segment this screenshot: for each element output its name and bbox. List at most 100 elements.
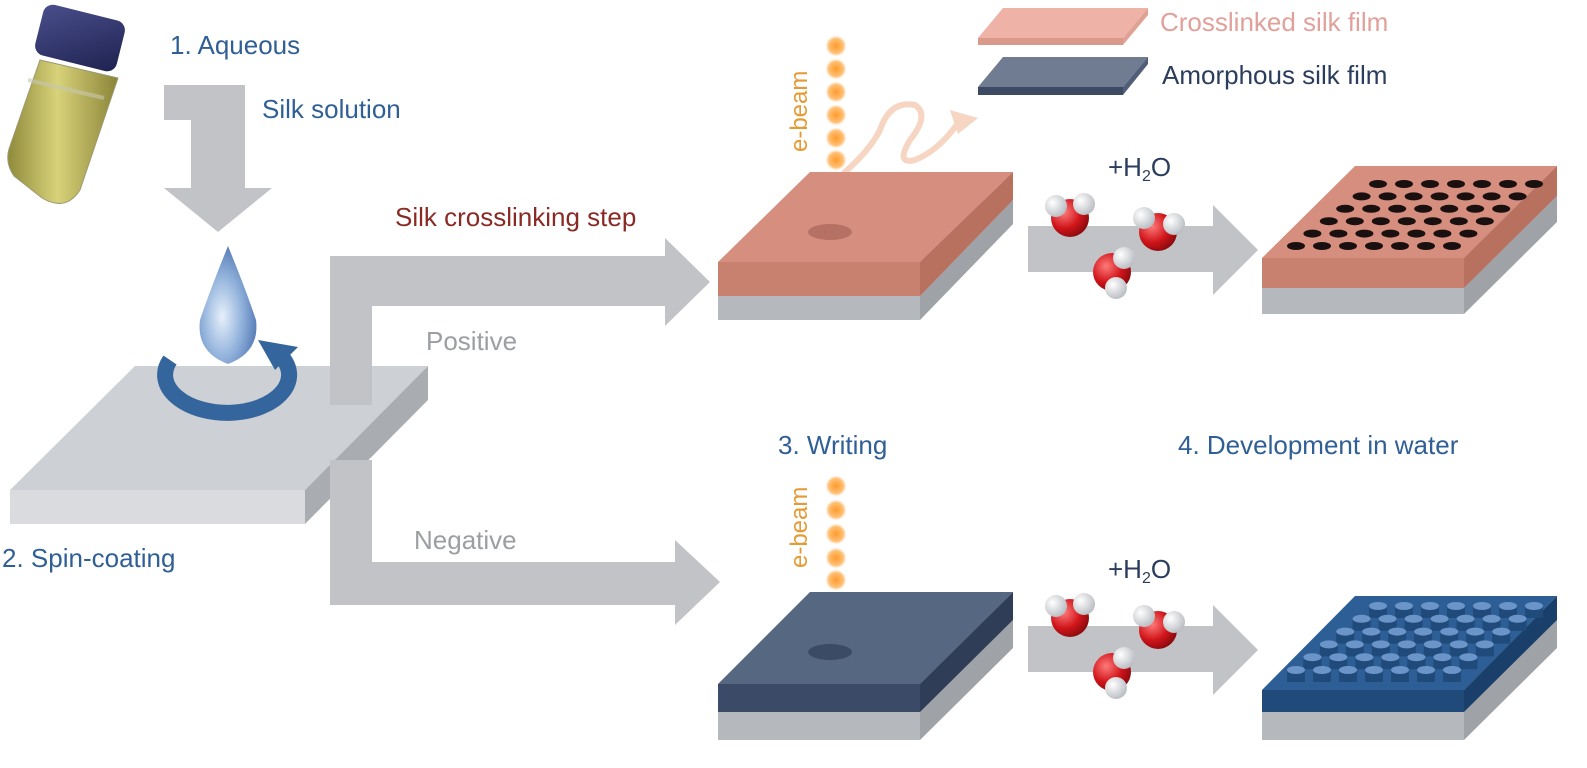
silk-solution-label: Silk solution: [262, 94, 401, 124]
nano-hole: [1381, 229, 1400, 238]
nano-hole: [1362, 204, 1381, 213]
nano-hole: [1433, 229, 1452, 238]
step2-label: 2. Spin-coating: [2, 543, 176, 573]
nano-pillar: [1336, 627, 1355, 644]
ebeam-bottom: [825, 475, 847, 591]
negative-label: Negative: [414, 525, 517, 555]
nano-hole: [1352, 192, 1371, 201]
nano-pillar: [1407, 653, 1426, 670]
nano-pillar: [1475, 640, 1494, 657]
water-bottom-sub: 2: [1141, 570, 1151, 587]
water-bottom-label: +H2O: [1108, 556, 1171, 587]
nano-pillar: [1362, 627, 1381, 644]
nano-pillar: [1433, 653, 1452, 670]
nano-hole: [1303, 229, 1322, 238]
nano-pillar: [1391, 666, 1409, 682]
nano-hole: [1391, 242, 1409, 250]
nano-pillar: [1417, 666, 1435, 682]
nano-hole: [1449, 217, 1468, 226]
nano-pillar: [1430, 614, 1449, 631]
nano-hole: [1475, 217, 1494, 226]
nano-hole: [1447, 180, 1465, 188]
negative-arrow: [330, 460, 720, 625]
nano-hole: [1407, 229, 1426, 238]
water-molecule-icon: [1045, 593, 1185, 699]
nano-hole: [1492, 204, 1511, 213]
nano-pillar: [1381, 653, 1400, 670]
nano-hole: [1459, 229, 1478, 238]
water-top-suffix: O: [1150, 152, 1172, 182]
nano-hole: [1414, 204, 1433, 213]
nano-pillar: [1492, 627, 1511, 644]
nano-hole: [1345, 217, 1364, 226]
top-writing-slab: [718, 172, 1013, 320]
water-bottom-prefix: +H: [1108, 554, 1142, 584]
bottom-writing-slab: [718, 592, 1013, 740]
crosslinking-label: Silk crosslinking step: [395, 202, 637, 232]
nano-hole: [1473, 180, 1491, 188]
legend-amorphous-label: Amorphous silk film: [1162, 60, 1388, 90]
nano-hole: [1388, 204, 1407, 213]
nano-hole: [1397, 217, 1416, 226]
scatter-squiggle: [842, 101, 963, 175]
nano-hole: [1404, 192, 1423, 201]
nano-hole: [1369, 180, 1387, 188]
nano-pillar: [1443, 666, 1461, 682]
nano-pillar: [1456, 614, 1475, 631]
nano-pillar: [1421, 602, 1439, 618]
ebeam-top: [825, 35, 847, 171]
nano-pillar: [1525, 602, 1543, 618]
nano-hole: [1466, 204, 1485, 213]
nano-hole: [1499, 180, 1517, 188]
nano-hole: [1313, 242, 1331, 250]
nano-pillar: [1329, 653, 1348, 670]
water-top-prefix: +H: [1108, 152, 1142, 182]
nano-hole: [1287, 242, 1305, 250]
bottom-developed-slab: [1262, 596, 1557, 740]
nano-pillar: [1414, 627, 1433, 644]
positive-arrow: [330, 238, 710, 405]
nano-pillar: [1369, 602, 1387, 618]
water-top-label: +H2O: [1108, 154, 1171, 185]
ebeam-bottom-label: e-beam: [786, 486, 813, 568]
nano-hole: [1336, 204, 1355, 213]
step4-label: 4. Development in water: [1178, 430, 1459, 460]
nano-pillar: [1397, 640, 1416, 657]
nano-pillar: [1482, 614, 1501, 631]
nano-pillar: [1287, 666, 1305, 682]
nano-pillar: [1339, 666, 1357, 682]
nano-hole: [1440, 204, 1459, 213]
legend-crosslinked-label: Crosslinked silk film: [1160, 7, 1389, 37]
nano-pillar: [1449, 640, 1468, 657]
rotation-arrow-icon: [157, 340, 298, 421]
step1-label: 1. Aqueous: [170, 30, 301, 60]
water-drop-icon: [199, 246, 257, 364]
nano-pillar: [1440, 627, 1459, 644]
nano-pillar: [1466, 627, 1485, 644]
water-molecule-icon: [1045, 193, 1185, 299]
nano-hole: [1319, 217, 1338, 226]
nano-hole: [1430, 192, 1449, 201]
nano-pillar: [1447, 602, 1465, 618]
legend-amorphous-swatch: [978, 57, 1148, 95]
nano-pillar: [1499, 602, 1517, 618]
ebeam-top-label: e-beam: [786, 70, 813, 152]
nano-pillar: [1365, 666, 1383, 682]
nano-pillar: [1371, 640, 1390, 657]
nano-hole: [1421, 180, 1439, 188]
nano-hole: [1339, 242, 1357, 250]
nano-pillar: [1352, 614, 1371, 631]
down-arrow: [164, 85, 272, 232]
nano-hole: [1417, 242, 1435, 250]
nano-hole: [1443, 242, 1461, 250]
nano-pillar: [1303, 653, 1322, 670]
nano-hole: [1355, 229, 1374, 238]
nano-pillar: [1395, 602, 1413, 618]
nano-pillar: [1388, 627, 1407, 644]
nano-hole: [1482, 192, 1501, 201]
nano-pillar: [1423, 640, 1442, 657]
nano-pillar: [1319, 640, 1338, 657]
nano-hole: [1423, 217, 1442, 226]
legend-crosslinked-swatch: [978, 8, 1148, 45]
